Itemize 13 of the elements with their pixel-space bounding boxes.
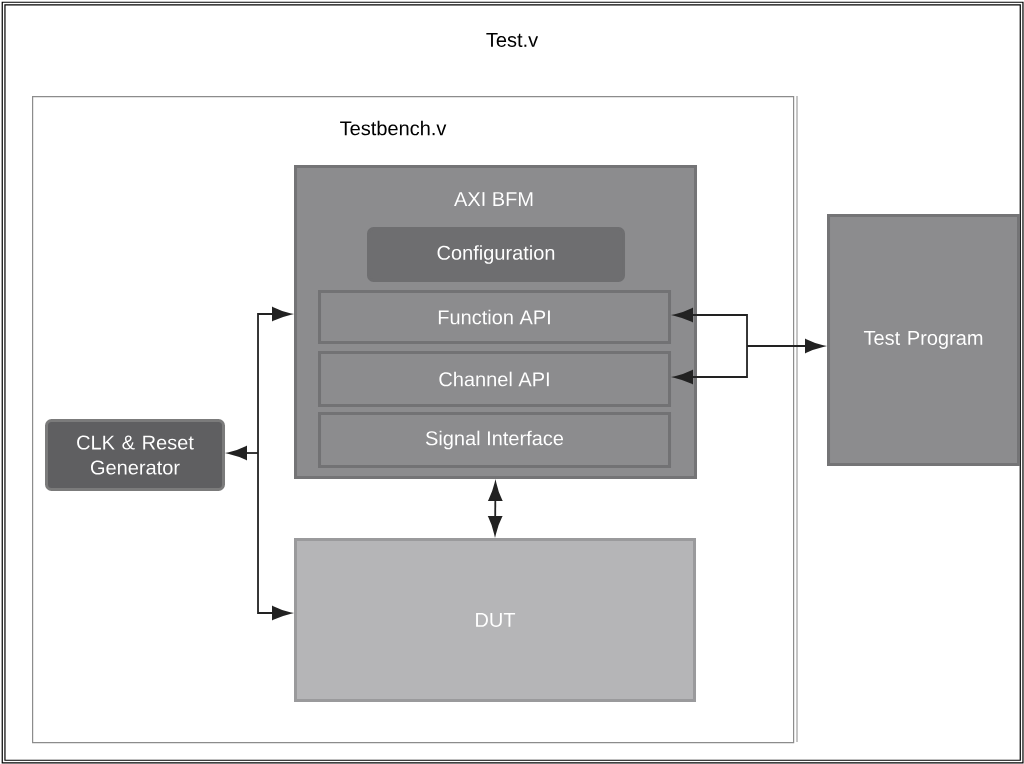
arrow — [674, 345, 748, 384]
process-box: CLK & Reset Generator — [45, 419, 225, 491]
process-box: Configuration — [367, 227, 625, 282]
arrow — [257, 307, 291, 454]
process-box: Function API — [318, 290, 671, 344]
process-box: DUT — [294, 538, 696, 702]
process-box: Channel API — [318, 351, 671, 407]
arrow — [257, 452, 291, 620]
arrow — [228, 446, 259, 460]
process-box: Test Program — [827, 214, 1020, 466]
process-box: Signal Interface — [318, 412, 671, 468]
arrow — [746, 339, 824, 353]
arrow — [674, 308, 748, 347]
